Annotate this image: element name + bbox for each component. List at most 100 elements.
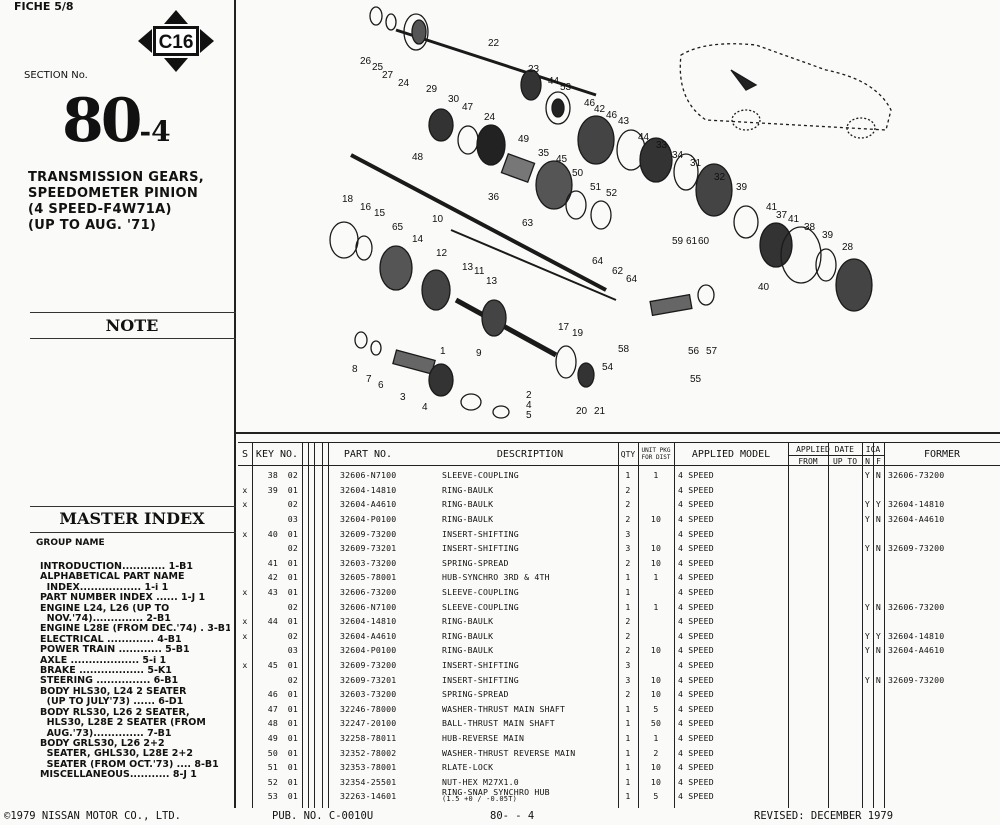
cell-desc-subline: (1.5 +0 / -0.05T) bbox=[442, 795, 518, 804]
cell-part: 32609-73201 bbox=[340, 674, 397, 685]
cell-desc: SPRING-SPREAD bbox=[442, 557, 509, 568]
cell-model: 4 SPEED bbox=[678, 514, 714, 525]
cell-s bbox=[238, 789, 252, 804]
cell-sub: 01 bbox=[287, 733, 298, 744]
callout-label: 39 bbox=[736, 182, 748, 193]
cell-i bbox=[862, 731, 873, 746]
cell-key: 49 bbox=[267, 733, 278, 744]
cell-s bbox=[238, 745, 252, 760]
title-line: (UP TO AUG. '71) bbox=[28, 218, 157, 233]
cell-sub: 01 bbox=[287, 718, 298, 729]
cell-model: 4 SPEED bbox=[678, 630, 714, 641]
cell-model: 4 SPEED bbox=[678, 762, 714, 773]
revised-date: REVISED: DECEMBER 1979 bbox=[754, 810, 894, 822]
cell-pkg: 5 bbox=[653, 791, 659, 802]
cell-sub: 01 bbox=[287, 791, 298, 802]
callout-label: 2 bbox=[526, 390, 532, 401]
cell-desc: SLEEVE-COUPLING bbox=[442, 470, 519, 481]
master-index-item: ELECTRICAL ............. 4-B1 bbox=[40, 634, 182, 645]
master-index-item: NOV.'74).............. 2-B1 bbox=[40, 614, 171, 625]
cell-sub: 01 bbox=[287, 689, 298, 700]
master-index-item: (UP TO JULY'73) ...... 6-D1 bbox=[40, 697, 184, 708]
col-header-ica: ICA bbox=[865, 444, 881, 454]
cell-qty: 1 bbox=[625, 703, 631, 714]
cell-c bbox=[873, 745, 884, 760]
cell-former bbox=[888, 570, 1000, 585]
cell-sub: 02 bbox=[287, 470, 298, 481]
callout-label: 7 bbox=[366, 374, 372, 385]
grid-line bbox=[638, 442, 639, 808]
cell-former bbox=[888, 702, 1000, 717]
cell-key: 53 bbox=[267, 791, 278, 802]
cell-former: 32609-73200 bbox=[888, 674, 945, 685]
callout-label: 12 bbox=[436, 248, 448, 259]
callout-label: 64 bbox=[626, 274, 638, 285]
callout-label: 23 bbox=[528, 64, 540, 75]
col-header-applied-date: APPLIED DATE bbox=[796, 444, 854, 454]
callout-label: 60 bbox=[698, 236, 710, 247]
cell-part: 32604-A4610 bbox=[340, 499, 397, 510]
callout-label: 58 bbox=[618, 344, 630, 355]
callout-label: 51 bbox=[590, 182, 602, 193]
cell-qty: 3 bbox=[625, 660, 631, 671]
page-footer: ©1979 NISSAN MOTOR CO., LTD. PUB. NO. C-… bbox=[0, 808, 1000, 825]
cell-qty: 1 bbox=[625, 587, 631, 598]
callout-label: 65 bbox=[392, 222, 404, 233]
cell-s: x bbox=[242, 528, 248, 539]
cell-qty: 1 bbox=[625, 791, 631, 802]
callout-label: 48 bbox=[412, 152, 424, 163]
cell-part: 32604-P0100 bbox=[340, 645, 397, 656]
callout-label: 41 bbox=[766, 202, 778, 213]
callout-label: 54 bbox=[602, 362, 614, 373]
callout-label: 52 bbox=[606, 188, 618, 199]
callout-label: 63 bbox=[522, 218, 534, 229]
callout-label: 3 bbox=[400, 392, 406, 403]
grid-line bbox=[788, 442, 789, 808]
callout-label: 22 bbox=[488, 38, 500, 49]
cell-part: 32258-78011 bbox=[340, 733, 397, 744]
cell-qty: 1 bbox=[625, 776, 631, 787]
cell-c: N bbox=[875, 645, 882, 656]
cell-part: 32603-73200 bbox=[340, 557, 397, 568]
cell-desc: RING-BAULK bbox=[442, 484, 494, 495]
cell-i bbox=[862, 716, 873, 731]
cell-former bbox=[888, 745, 1000, 760]
cell-c bbox=[873, 614, 884, 629]
callout-label: 4 bbox=[422, 402, 428, 413]
master-index-heading: MASTER INDEX bbox=[59, 509, 205, 528]
section-number-small: -4 bbox=[139, 115, 171, 148]
cell-c bbox=[873, 760, 884, 775]
cell-s bbox=[238, 570, 252, 585]
section-number-big: 80 bbox=[62, 86, 142, 156]
col-header-f: F bbox=[876, 456, 881, 466]
cell-s bbox=[238, 760, 252, 775]
callout-label: 24 bbox=[398, 78, 410, 89]
cell-desc: HUB-SYNCHRO 3RD & 4TH bbox=[442, 572, 550, 583]
cell-pkg: 10 bbox=[650, 557, 662, 568]
publication-number: PUB. NO. C-0010U bbox=[272, 810, 374, 822]
callout-label: 6 bbox=[378, 380, 384, 391]
cell-desc: RING-BAULK bbox=[442, 514, 494, 525]
callout-label: 27 bbox=[382, 70, 394, 81]
cell-former: 32604-14810 bbox=[888, 499, 945, 510]
callout-label: 42 bbox=[594, 104, 606, 115]
cell-desc: INSERT-SHIFTING bbox=[442, 543, 519, 554]
cell-part: 32604-A4610 bbox=[340, 630, 397, 641]
cell-s bbox=[238, 716, 252, 731]
cell-c bbox=[873, 716, 884, 731]
callout-label: 45 bbox=[556, 154, 568, 165]
cell-s: x bbox=[242, 484, 248, 495]
col-header-s: S bbox=[241, 448, 249, 460]
cell-part: 32605-78001 bbox=[340, 572, 397, 583]
exploded-view-illustration: 26 25 27 24 22 23 44 53 29 30 47 24 46 4… bbox=[236, 0, 1000, 434]
parts-table: S KEY NO. PART NO. DESCRIPTION QTY UNIT … bbox=[238, 442, 1000, 808]
cell-qty: 1 bbox=[625, 762, 631, 773]
